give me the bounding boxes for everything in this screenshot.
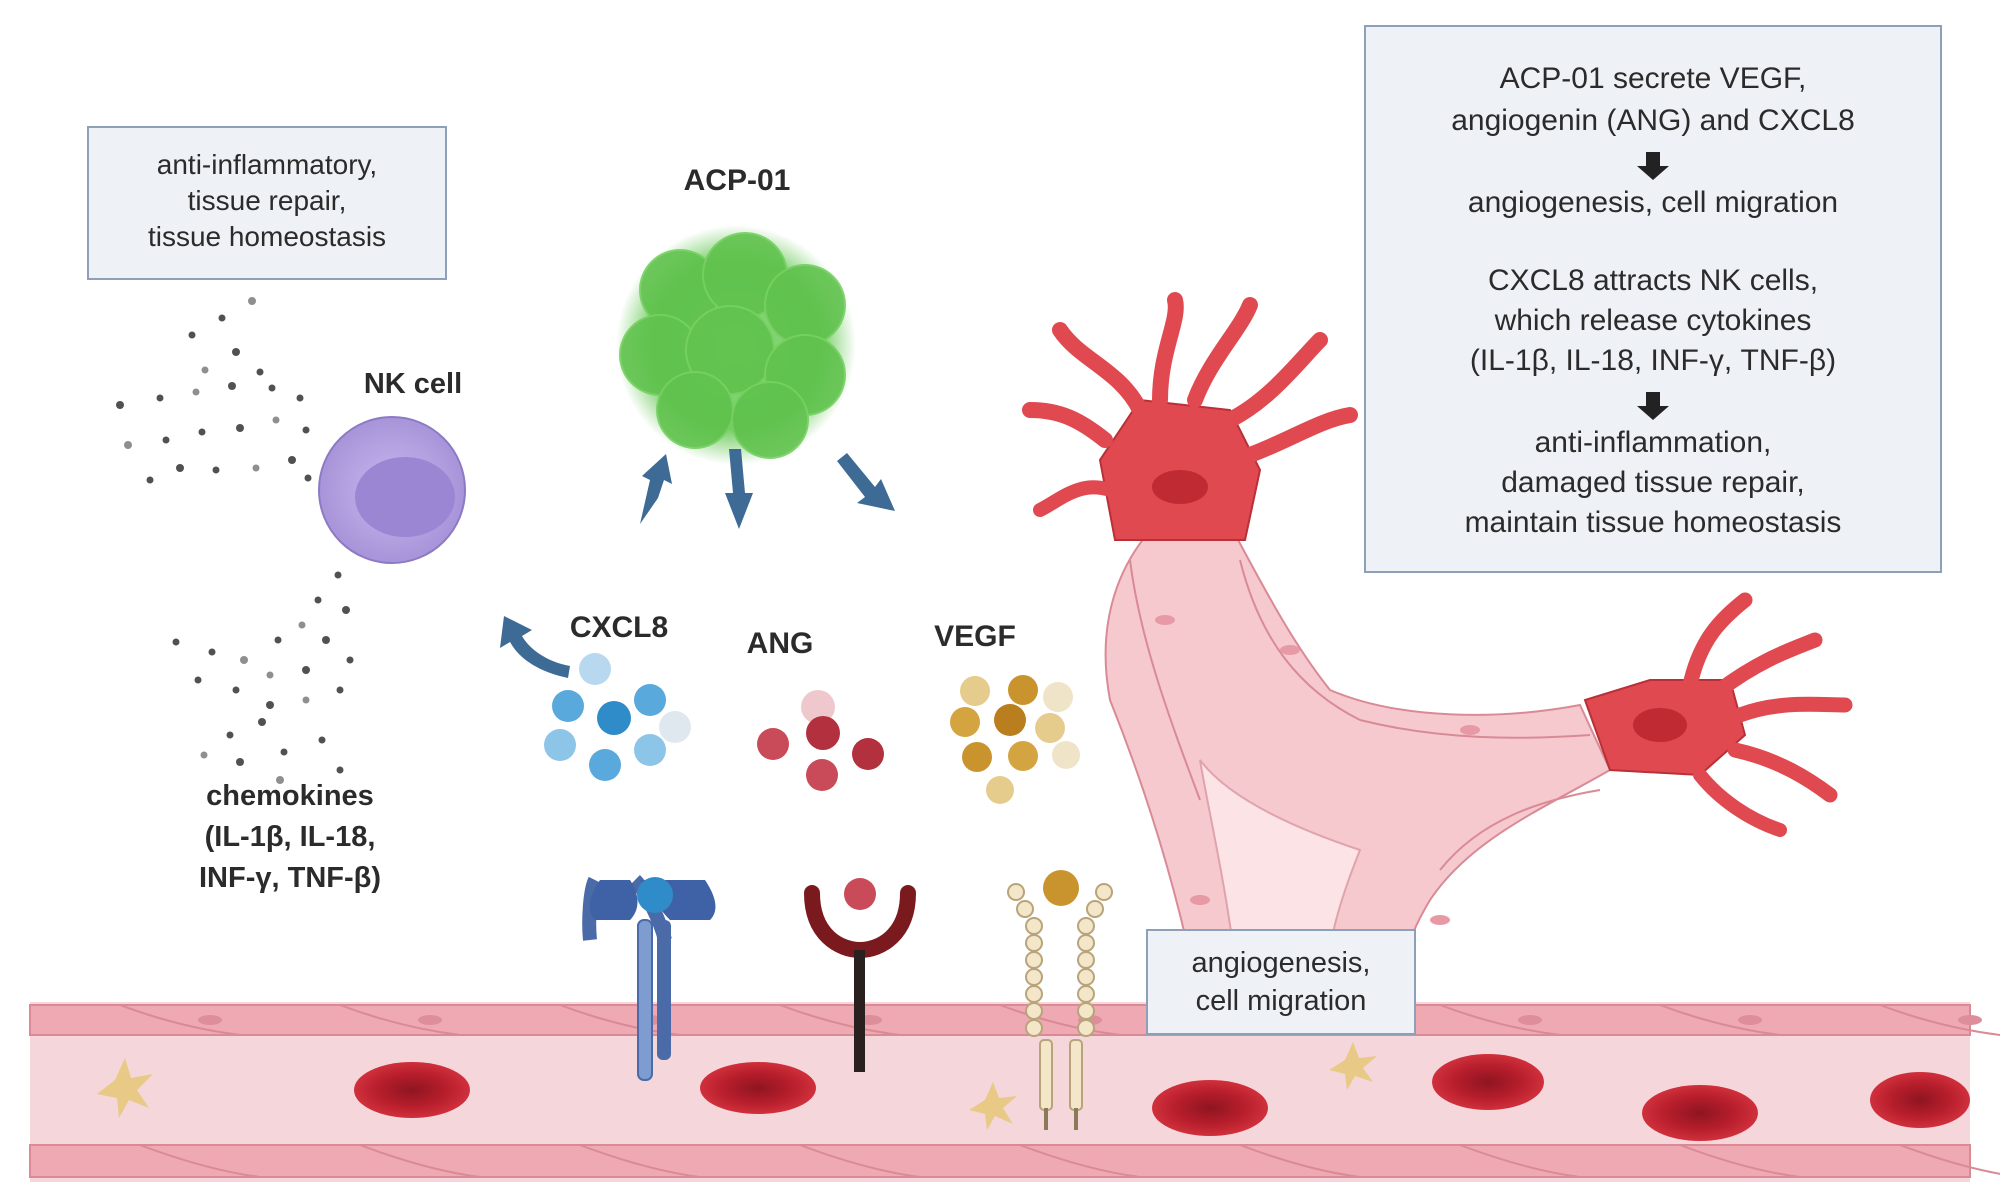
vegf-label: VEGF	[934, 620, 1016, 653]
summary-line-6: (IL-1β, IL-18, INF-γ, TNF-β)	[1470, 344, 1836, 377]
angio-line-1: angiogenesis,	[1192, 947, 1371, 979]
chemokines-line-1: chemokines	[206, 780, 374, 812]
platelets	[97, 1042, 1377, 1130]
ang-label: ANG	[747, 627, 814, 660]
down-arrow-icon	[1637, 392, 1669, 420]
arrow-to-ang-icon	[725, 449, 753, 529]
red-blood-cells	[354, 1054, 1970, 1141]
secretion-arrows	[500, 449, 895, 678]
summary-line-5: which release cytokines	[1494, 304, 1812, 337]
summary-line-9: maintain tissue homeostasis	[1465, 506, 1842, 539]
acp01-label: ACP-01	[684, 164, 791, 197]
chemokines-label: chemokines (IL-1β, IL-18, INF-γ, TNF-β)	[199, 780, 381, 894]
arrow-to-vegf-icon	[837, 453, 895, 511]
blood-vessel	[29, 1002, 2000, 1182]
summary-box: ACP-01 secrete VEGF, angiogenin (ANG) an…	[1364, 25, 1942, 573]
ang-molecules	[757, 690, 884, 791]
arrow-to-nk-icon	[500, 616, 570, 678]
arrow-to-cxcl8-icon	[640, 454, 672, 524]
cxcl8-receptor	[582, 875, 716, 1081]
nk-cell-label: NK cell	[364, 368, 462, 400]
effects-line-3: tissue homeostasis	[148, 221, 386, 252]
summary-line-7: anti-inflammation,	[1535, 426, 1772, 459]
cxcl8-label: CXCL8	[570, 611, 668, 644]
ang-receptor	[804, 878, 916, 1072]
summary-line-3: angiogenesis, cell migration	[1468, 186, 1838, 219]
down-arrow-icon	[1637, 152, 1669, 180]
effects-line-1: anti-inflammatory,	[157, 149, 377, 180]
vegf-molecules	[950, 675, 1080, 804]
effects-box: anti-inflammatory, tissue repair, tissue…	[87, 126, 447, 280]
angiogenesis-box: angiogenesis, cell migration	[1146, 929, 1416, 1035]
acp01-cell-cluster: ACP-01	[616, 164, 856, 465]
chemokines-line-3: INF-γ, TNF-β)	[199, 862, 381, 894]
nk-cell: NK cell	[116, 297, 466, 784]
summary-line-8: damaged tissue repair,	[1501, 466, 1805, 499]
angio-line-2: cell migration	[1196, 985, 1367, 1017]
summary-line-2: angiogenin (ANG) and CXCL8	[1451, 104, 1855, 137]
vegf-receptor	[1007, 870, 1113, 1130]
summary-line-1: ACP-01 secrete VEGF,	[1500, 62, 1807, 95]
summary-line-4: CXCL8 attracts NK cells,	[1488, 264, 1818, 297]
endothelial-tip-cell-right	[1583, 592, 1853, 837]
endothelial-tip-cell-upper	[1022, 292, 1358, 541]
chemokines-line-2: (IL-1β, IL-18,	[205, 821, 376, 853]
effects-line-2: tissue repair,	[188, 185, 347, 216]
cxcl8-molecules	[544, 653, 691, 781]
